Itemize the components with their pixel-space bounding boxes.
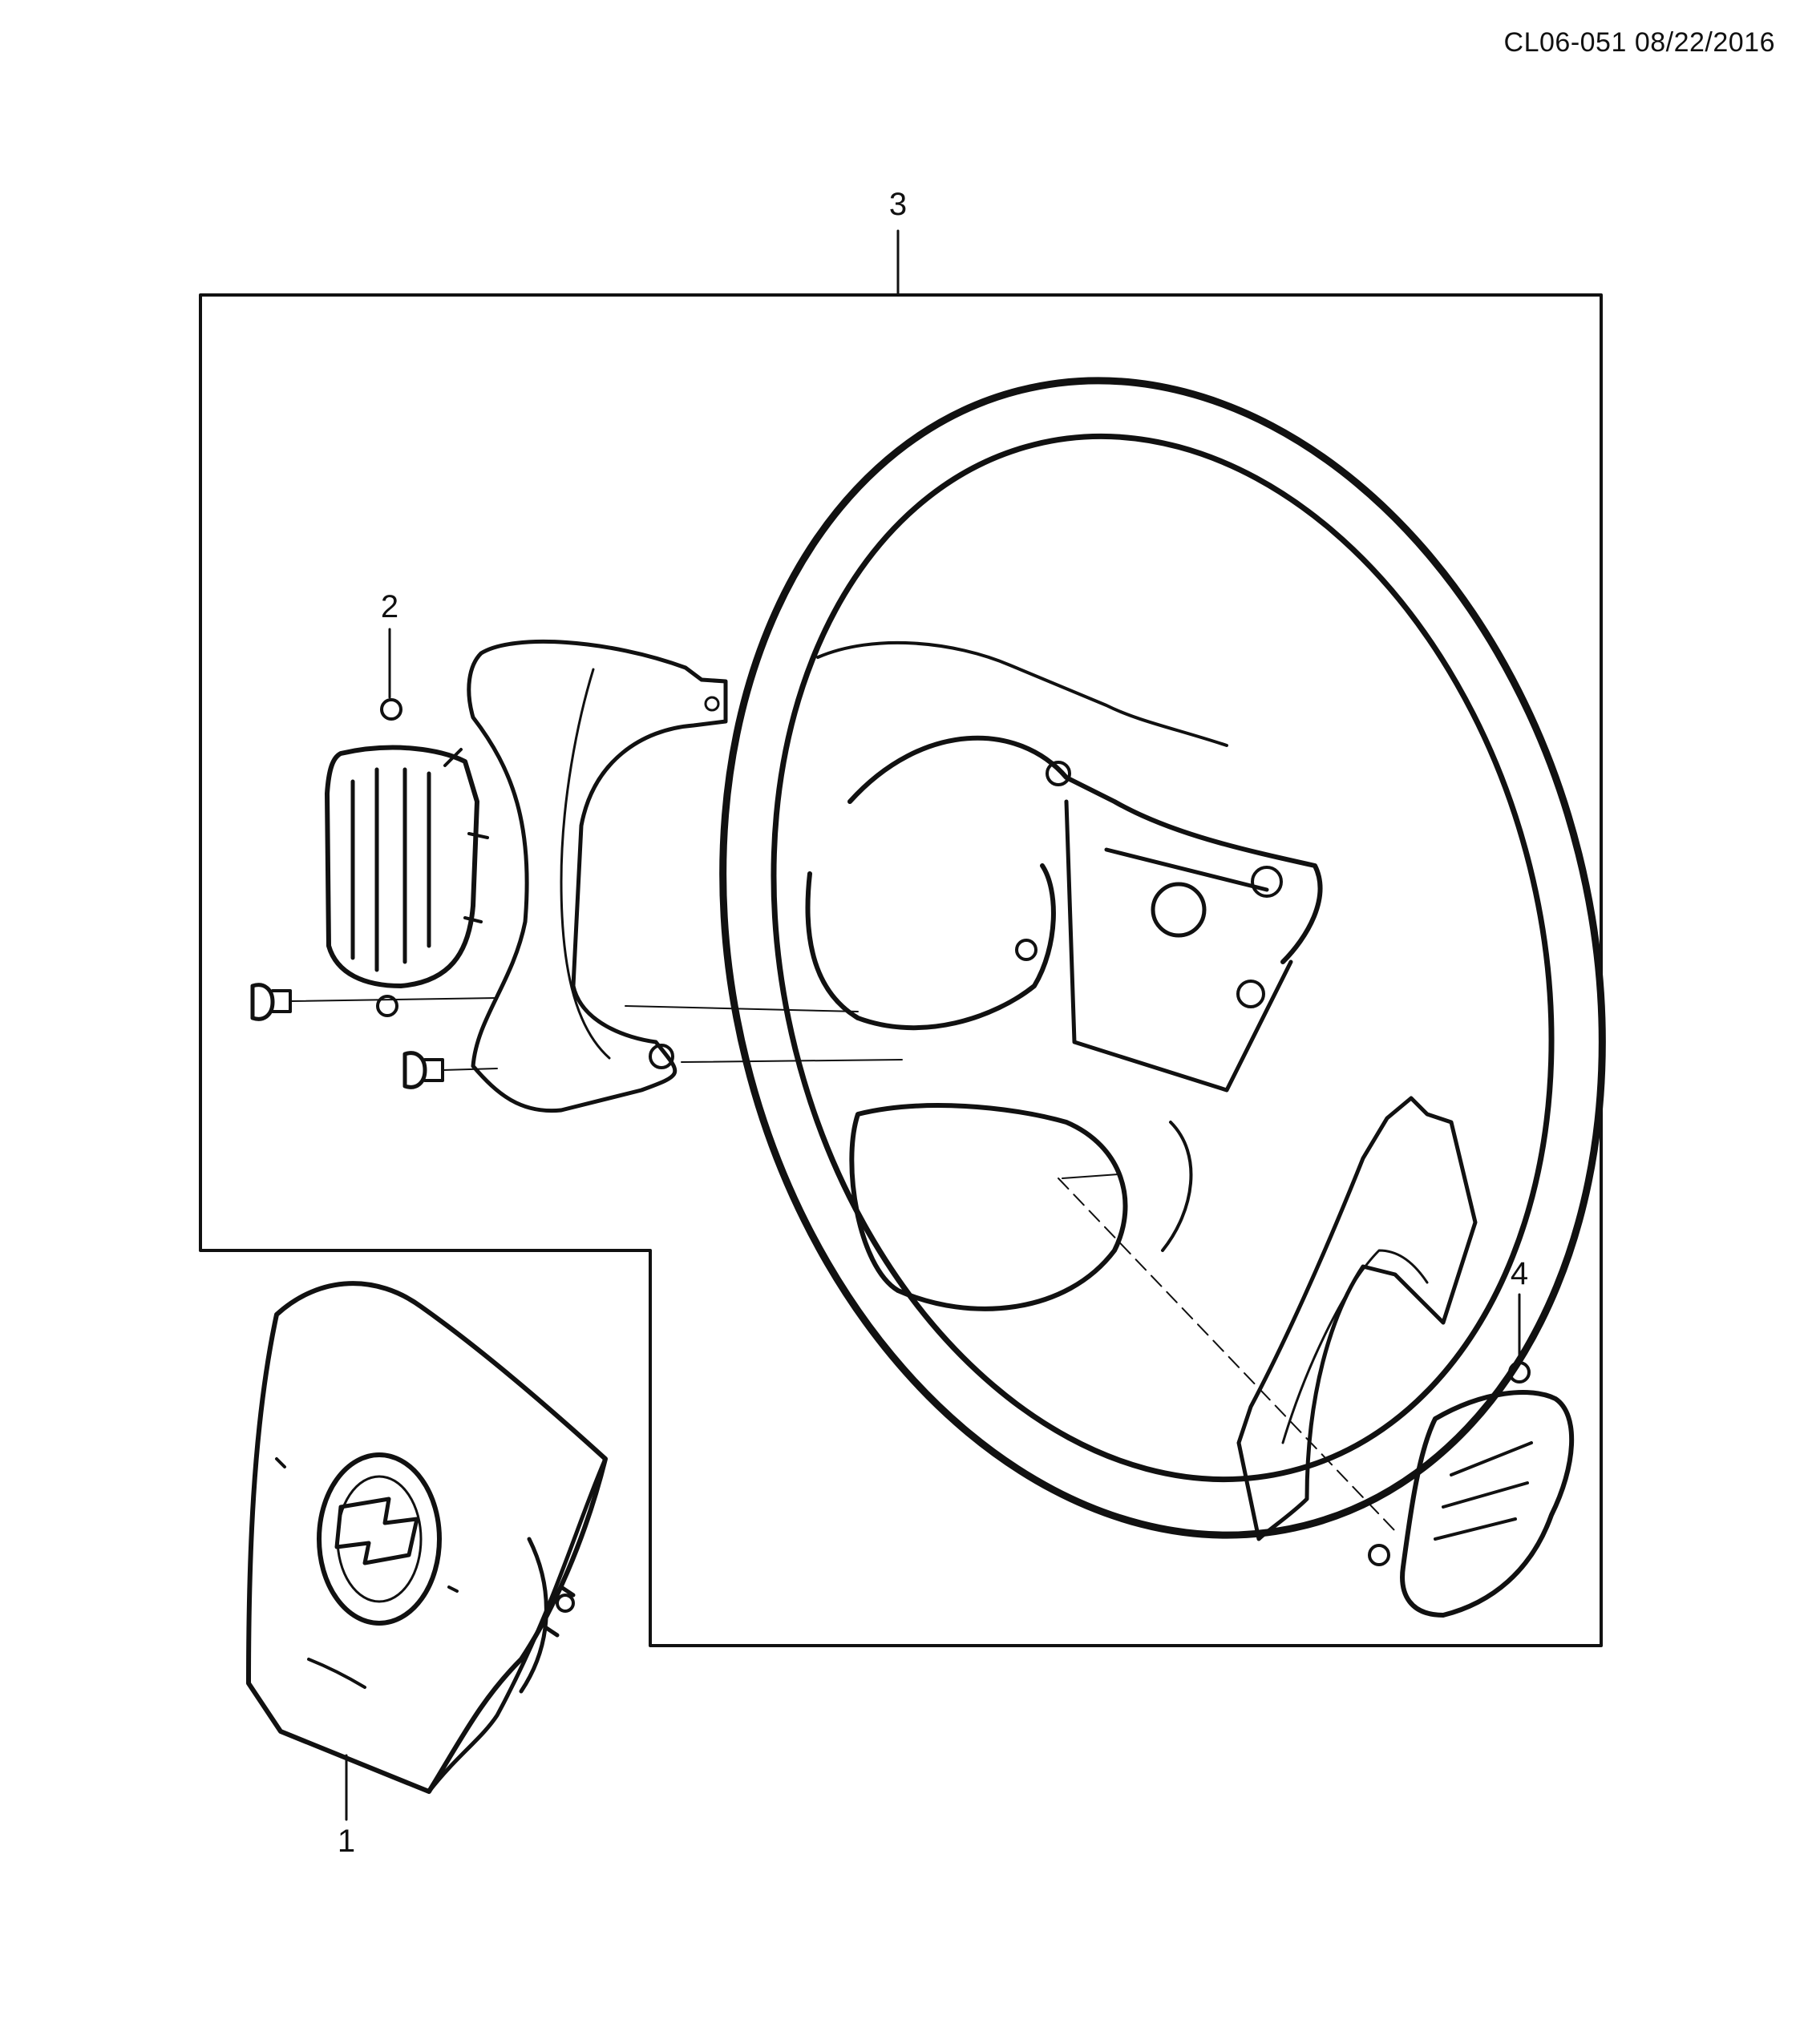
phantom-line-upper-screw <box>289 997 498 1002</box>
phantom-line-right-b <box>1062 1173 1119 1179</box>
phantom-line-lower-screw <box>442 1068 498 1071</box>
callout-label-2: 2 <box>381 589 398 624</box>
right-switch-assembly <box>1368 1361 1575 1618</box>
left-trim-cover <box>467 639 728 1113</box>
steering-wheel <box>719 377 1606 1539</box>
phantom-line-cover-to-wheel-a <box>625 1005 859 1012</box>
callout-label-3: 3 <box>889 187 907 222</box>
screw-lower <box>402 1051 444 1089</box>
callout-label-1: 1 <box>338 1824 355 1859</box>
assembly-boundary <box>199 293 1603 1647</box>
phantom-line-right <box>1058 1178 1396 1532</box>
left-switch-assembly <box>325 698 489 1017</box>
document-code: CL06-051 08/22/2016 <box>1503 27 1775 58</box>
screw-upper <box>250 983 292 1021</box>
phantom-line-cover-to-wheel-b <box>681 1059 903 1063</box>
airbag-module <box>246 1281 608 1794</box>
callout-label-4: 4 <box>1511 1256 1528 1291</box>
